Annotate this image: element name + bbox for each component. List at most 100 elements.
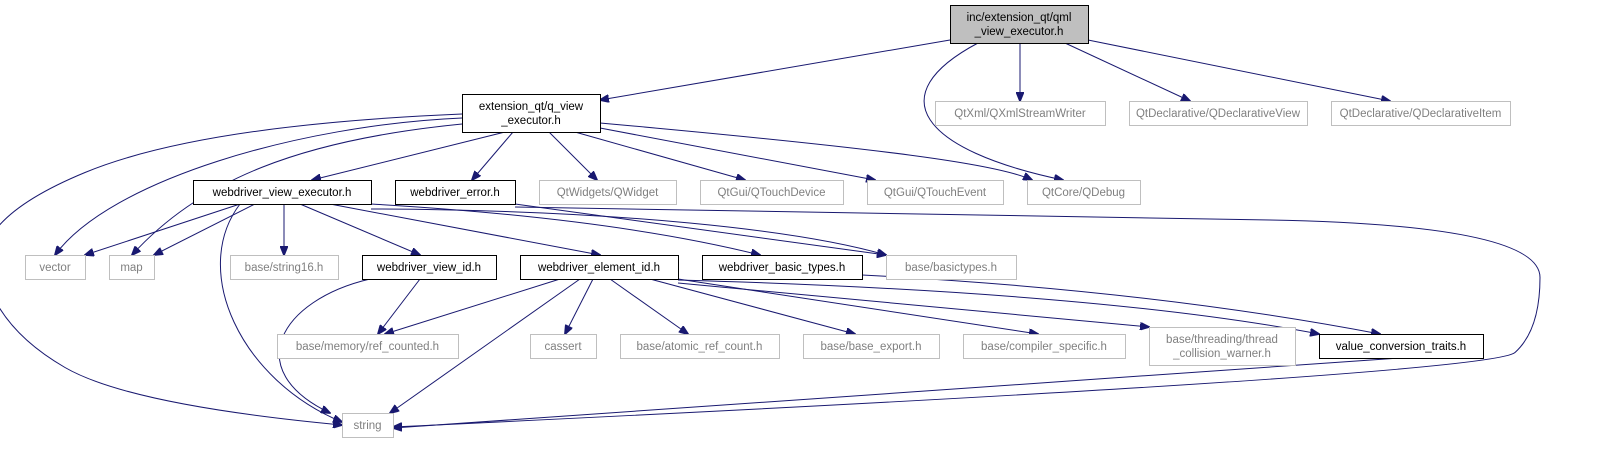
node-box	[935, 101, 1106, 126]
node-box	[950, 5, 1089, 44]
node-compiler-specific: base/compiler_specific.h	[963, 334, 1126, 359]
node-box	[700, 180, 844, 205]
node-label: QtGui/QTouchEvent	[884, 187, 987, 199]
node-qdeclarativeitem: QtDeclarative/QDeclarativeItem	[1331, 101, 1511, 126]
edge-q-view-executor-to-vector	[55, 117, 463, 255]
node-value-conversion-traits[interactable]: value_conversion_traits.h	[1319, 334, 1484, 359]
edge-webdriver-view-executor-to-basictypes	[370, 208, 886, 255]
node-label: vector	[39, 262, 70, 274]
edge-webdriver-element-id-to-base-export	[649, 278, 855, 334]
edge-root-to-q-view-executor	[600, 39, 951, 100]
node-label: _executor.h	[500, 115, 560, 127]
node-cassert: cassert	[530, 334, 597, 359]
node-box	[277, 334, 459, 359]
node-box	[342, 413, 394, 438]
node-label: value_conversion_traits.h	[1336, 341, 1466, 353]
node-label: webdriver_element_id.h	[537, 262, 660, 274]
node-box	[963, 334, 1126, 359]
node-label: base/string16.h	[245, 262, 324, 274]
node-box	[702, 255, 863, 280]
edge-webdriver-view-executor-to-vector	[85, 203, 241, 255]
node-label: webdriver_basic_types.h	[718, 262, 846, 274]
node-label: map	[120, 262, 142, 274]
node-label: base/memory/ref_counted.h	[296, 341, 439, 353]
edge-webdriver-element-id-to-cassert	[565, 278, 594, 334]
node-layer: inc/extension_qt/qml_view_executor.hexte…	[25, 5, 1511, 438]
edge-q-view-executor-to-string	[0, 113, 463, 425]
node-webdriver-element-id[interactable]: webdriver_element_id.h	[520, 255, 679, 280]
edge-webdriver-element-id-to-string	[390, 278, 581, 413]
node-webdriver-error[interactable]: webdriver_error.h	[395, 180, 516, 205]
node-label: webdriver_view_id.h	[376, 262, 481, 274]
node-label: base/compiler_specific.h	[981, 341, 1107, 353]
node-box	[193, 180, 372, 205]
node-box	[886, 255, 1017, 280]
edge-root-to-qdeclarativeview	[1064, 42, 1190, 101]
node-box	[362, 255, 497, 280]
node-vector: vector	[25, 255, 86, 280]
node-webdriver-view-id[interactable]: webdriver_view_id.h	[362, 255, 497, 280]
node-box	[539, 180, 677, 205]
node-box	[1149, 327, 1296, 366]
node-label: base/atomic_ref_count.h	[637, 341, 763, 353]
edge-webdriver-error-to-basictypes	[514, 203, 886, 255]
edge-q-view-executor-to-map	[132, 123, 463, 255]
node-label: webdriver_error.h	[409, 187, 499, 199]
node-ref-counted: base/memory/ref_counted.h	[277, 334, 459, 359]
edge-q-view-executor-to-webdriver-view-executor	[312, 131, 506, 180]
edge-webdriver-view-id-to-ref-counted	[378, 278, 421, 334]
node-box	[1027, 180, 1141, 205]
node-box	[530, 334, 597, 359]
node-label: cassert	[544, 341, 582, 353]
node-box	[1129, 101, 1308, 126]
edge-root-to-qdebug	[923, 42, 1063, 180]
node-label: _collision_warner.h	[1172, 348, 1271, 360]
node-label: webdriver_view_executor.h	[212, 187, 352, 199]
node-label: extension_qt/q_view	[479, 101, 584, 113]
node-label: base/threading/thread	[1166, 334, 1278, 346]
node-label: QtXml/QXmlStreamWriter	[954, 108, 1086, 120]
node-box	[620, 334, 780, 359]
edge-webdriver-view-executor-to-webdriver-view-id	[299, 203, 420, 255]
edge-webdriver-error-to-string	[393, 206, 1541, 427]
node-qwidget: QtWidgets/QWidget	[539, 180, 677, 205]
node-box	[25, 255, 86, 280]
node-label: inc/extension_qt/qml	[967, 12, 1072, 24]
node-label: base/base_export.h	[820, 341, 921, 353]
node-box	[395, 180, 516, 205]
node-box	[1319, 334, 1484, 359]
node-base-export: base/base_export.h	[803, 334, 940, 359]
edge-webdriver-element-id-to-ref-counted	[385, 278, 561, 334]
node-string: string	[342, 413, 394, 438]
node-box	[230, 255, 339, 280]
edge-q-view-executor-to-qwidget	[548, 131, 597, 180]
node-qtouchevent: QtGui/QTouchEvent	[867, 180, 1004, 205]
node-atomic-ref-count: base/atomic_ref_count.h	[620, 334, 780, 359]
node-qdebug: QtCore/QDebug	[1027, 180, 1141, 205]
node-label: QtWidgets/QWidget	[557, 187, 659, 199]
node-box	[109, 255, 155, 280]
edge-layer	[0, 39, 1541, 428]
edge-value-conversion-traits-to-string	[393, 357, 1401, 428]
node-box	[462, 94, 601, 133]
edge-q-view-executor-to-webdriver-error	[472, 131, 514, 180]
node-qdeclarativeview: QtDeclarative/QDeclarativeView	[1129, 101, 1308, 126]
node-basictypes: base/basictypes.h	[886, 255, 1017, 280]
node-label: string	[353, 420, 381, 432]
node-label: QtGui/QTouchDevice	[717, 187, 825, 199]
node-label: QtDeclarative/QDeclarativeView	[1136, 108, 1301, 120]
node-webdriver-basic-types[interactable]: webdriver_basic_types.h	[702, 255, 863, 280]
edge-webdriver-basic-types-to-value-conversion-traits	[861, 274, 1380, 334]
edge-q-view-executor-to-qtouchevent	[599, 127, 875, 180]
node-webdriver-view-executor[interactable]: webdriver_view_executor.h	[193, 180, 372, 205]
node-qtouchdevice: QtGui/QTouchDevice	[700, 180, 844, 205]
node-string16: base/string16.h	[230, 255, 339, 280]
node-box	[867, 180, 1004, 205]
node-q-view-executor[interactable]: extension_qt/q_view _executor.h	[462, 94, 601, 133]
node-root[interactable]: inc/extension_qt/qml_view_executor.h	[950, 5, 1089, 44]
edge-root-to-qdeclarativeitem	[1087, 39, 1390, 101]
node-box	[520, 255, 679, 280]
edge-webdriver-element-id-to-thread-collision-warner	[677, 282, 1149, 327]
